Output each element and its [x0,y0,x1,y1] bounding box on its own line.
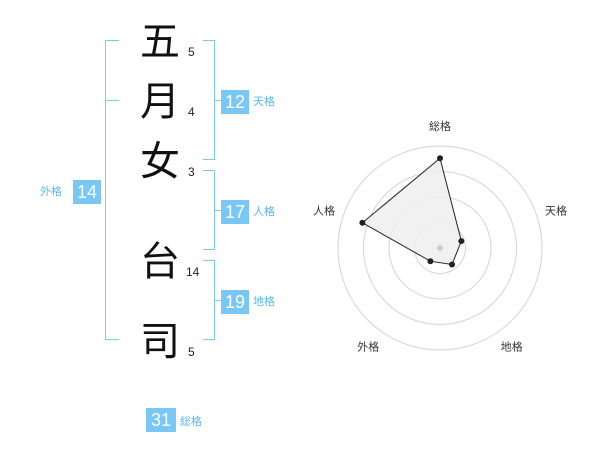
name-char-4: 台 [140,239,180,285]
jinkaku-value-badge: 17 [221,200,249,224]
radar-axis-label-1: 総格 [429,119,451,133]
tenkaku-value-badge: 12 [221,90,249,114]
stroke-count-1: 5 [188,45,195,59]
stroke-count-2: 4 [188,105,195,119]
jinkaku-tick [215,210,221,211]
gaikaku-bracket [105,40,119,340]
radar-center-dot [437,245,443,251]
soukaku-value-badge: 31 [146,408,176,432]
radar-axis-label-4: 外格 [357,340,379,354]
radar-data-shape [361,157,462,266]
jinkaku-bracket [203,170,215,250]
radar-axis-label-5: 人格 [313,203,335,217]
name-char-5: 司 [140,319,180,365]
jinkaku-label: 人格 [253,205,275,218]
radar-ring [337,145,543,351]
tenkaku-label: 天格 [253,95,275,108]
gaikaku-inner-tick [105,100,119,101]
chikaku-value-badge: 19 [221,290,249,314]
radar-axis-label-3: 地格 [501,340,523,354]
name-char-3: 女 [140,139,180,185]
tenkaku-bracket [203,40,215,160]
stroke-count-4: 14 [186,265,200,279]
gaikaku-value-badge: 14 [73,180,101,204]
chikaku-tick [215,300,221,301]
name-char-2: 月 [140,79,180,125]
name-char-1: 五 [140,19,180,65]
chikaku-label: 地格 [253,295,275,308]
radar-point-4 [427,258,434,265]
radar-point-2 [458,238,465,245]
radar-point-5 [359,219,366,226]
radar-axis-label-2: 天格 [545,203,567,217]
chikaku-bracket [203,260,215,340]
stroke-count-5: 5 [188,345,195,359]
tenkaku-tick [215,100,221,101]
soukaku-label: 総格 [180,415,202,428]
radar-point-3 [448,261,455,268]
gaikaku-label: 外格 [40,185,62,198]
radar-point-1 [437,155,443,162]
stroke-count-3: 3 [188,165,195,179]
